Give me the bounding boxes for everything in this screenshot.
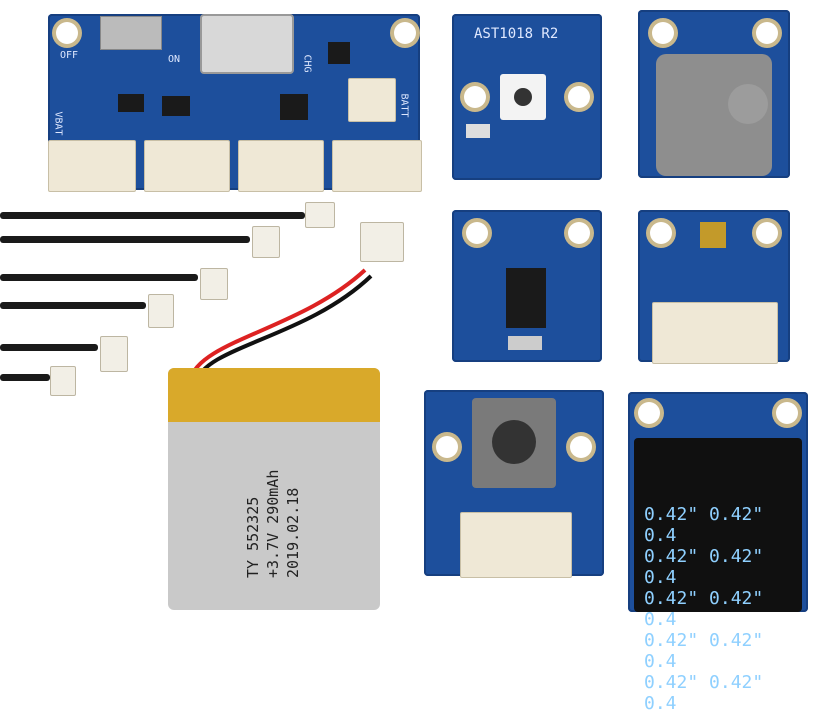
tact-switch bbox=[472, 398, 556, 488]
connector bbox=[460, 512, 572, 578]
label-off: OFF bbox=[60, 50, 79, 61]
mount-hole bbox=[756, 22, 778, 44]
ic-board bbox=[452, 210, 602, 362]
label-batt: BATT bbox=[398, 93, 410, 118]
mount-hole bbox=[638, 402, 660, 424]
led-board-label: AST1018 R2 bbox=[474, 26, 559, 42]
battery-label-3: 2019.02.18 bbox=[284, 487, 302, 578]
oled-row: 0.42" 0.42" 0.4 bbox=[644, 630, 764, 672]
buzzer-board bbox=[638, 10, 790, 178]
button-board bbox=[424, 390, 604, 578]
mount-hole bbox=[394, 22, 416, 44]
oled-row: 0.42" 0.42" 0.4 bbox=[644, 672, 764, 714]
mount-hole bbox=[568, 86, 590, 108]
sensor-chip bbox=[700, 222, 726, 248]
mount-hole bbox=[436, 436, 458, 458]
battery-plug bbox=[360, 222, 404, 262]
led-board: AST1018 R2 bbox=[452, 14, 602, 180]
mount-hole bbox=[568, 222, 590, 244]
ic-chip bbox=[118, 94, 144, 112]
oled-row: 0.42" 0.42" 0.4 bbox=[644, 546, 764, 588]
battery-label-2: +3.7V 290mAh bbox=[264, 469, 282, 578]
mount-hole bbox=[56, 22, 78, 44]
smd-component bbox=[466, 124, 490, 138]
buzzer bbox=[656, 54, 772, 176]
ic-chip bbox=[162, 96, 190, 116]
label-vbat: VBAT bbox=[52, 111, 64, 136]
mount-hole bbox=[464, 86, 486, 108]
connector bbox=[332, 140, 422, 192]
power-switch bbox=[100, 16, 162, 50]
batt-connector bbox=[348, 78, 396, 122]
label-chg: CHG bbox=[301, 54, 313, 73]
oled-row: 0.42" 0.42" 0.4 bbox=[644, 588, 764, 630]
connector bbox=[238, 140, 324, 192]
smd-component bbox=[508, 336, 542, 350]
mount-hole bbox=[652, 22, 674, 44]
mount-hole bbox=[756, 222, 778, 244]
connector bbox=[48, 140, 136, 192]
mount-hole bbox=[466, 222, 488, 244]
ic-chip bbox=[506, 268, 546, 328]
mount-hole bbox=[776, 402, 798, 424]
usb-port bbox=[200, 14, 294, 74]
oled-screen: 0.42" 0.42" 0.4 0.42" 0.42" 0.4 0.42" 0.… bbox=[634, 438, 802, 714]
mount-hole bbox=[650, 222, 672, 244]
ic-chip bbox=[280, 94, 308, 120]
mount-hole bbox=[570, 436, 592, 458]
oled-board: 0.42" 0.42" 0.4 0.42" 0.42" 0.4 0.42" 0.… bbox=[628, 392, 808, 714]
rgb-led bbox=[500, 74, 546, 120]
battery: TY 552325 +3.7V 290mAh 2019.02.18 bbox=[168, 368, 380, 610]
label-on: ON bbox=[168, 54, 181, 65]
sensor-board bbox=[638, 210, 790, 364]
battery-label-1: TY 552325 bbox=[244, 496, 262, 578]
connector bbox=[652, 302, 778, 364]
oled-row: 0.42" 0.42" 0.4 bbox=[644, 504, 764, 546]
ic-chip bbox=[328, 42, 350, 64]
connector bbox=[144, 140, 230, 192]
power-board: OFF ON CHG BATT VBAT bbox=[48, 14, 422, 192]
